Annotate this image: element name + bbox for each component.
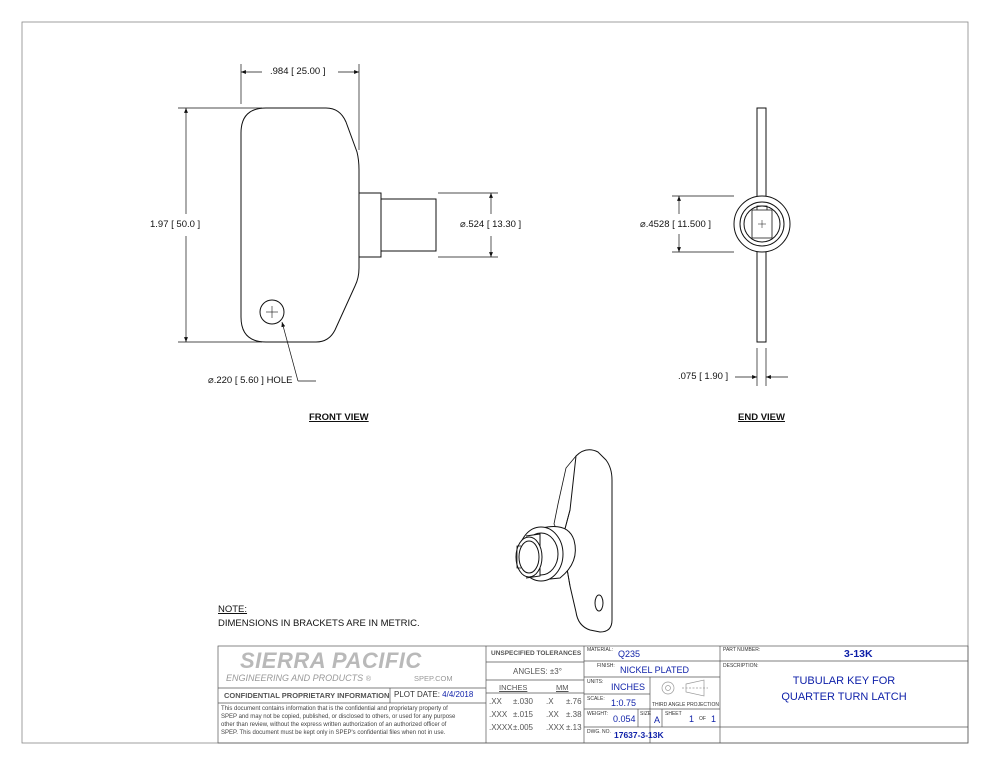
iso-plate	[561, 449, 613, 633]
shaft	[380, 198, 437, 252]
confidential-text: This document contains information that …	[221, 706, 456, 736]
isometric-view-geometry	[515, 449, 613, 633]
confidential-label: CONFIDENTIAL PROPRIETARY INFORMATION	[224, 691, 390, 700]
end-thickness-dim: .075 [ 1.90 ]	[678, 371, 729, 382]
iso-hole	[594, 594, 604, 612]
scale-value: 1:0.75	[611, 698, 637, 708]
finish-value: NICKEL PLATED	[620, 665, 690, 675]
company-subtitle: ENGINEERING AND PRODUCTS ®	[226, 673, 371, 684]
description-line-2: QUARTER TURN LATCH	[781, 691, 907, 703]
front-view-geometry	[240, 107, 437, 343]
end-view-dimensions	[672, 195, 788, 386]
front-shaft-dim: ⌀.524 [ 13.30 ]	[460, 219, 522, 230]
iso-shaft	[515, 536, 543, 578]
sheet-total-value: 1	[711, 714, 717, 724]
part-number-label: PART NUMBER:	[723, 647, 761, 653]
tolerances-heading: UNSPECIFIED TOLERANCES	[491, 650, 582, 657]
size-value: A	[654, 715, 661, 725]
front-width-dim: .984 [ 25.00 ]	[270, 66, 326, 77]
description-label: DESCRIPTION:	[723, 663, 759, 669]
weight-value: 0.054	[613, 714, 636, 724]
front-hole-dim: ⌀.220 [ 5.60 ] HOLE	[208, 375, 293, 386]
description-line-1: TUBULAR KEY FOR	[792, 675, 896, 687]
scale-label: SCALE:	[587, 696, 605, 702]
dwg-no-label: DWG. NO.	[587, 729, 611, 735]
front-view-label: FRONT VIEW	[309, 412, 369, 423]
company-website: SPEP.COM	[414, 674, 453, 683]
dwg-no-value: 17637-3-13K	[614, 730, 664, 740]
front-height-dim: 1.97 [ 50.0 ]	[150, 219, 201, 230]
front-view-dimensions	[178, 64, 498, 382]
projection-label: THIRD ANGLE PROJECTION	[652, 702, 719, 708]
title-block-lines	[217, 645, 969, 744]
note-text: DIMENSIONS IN BRACKETS ARE IN METRIC.	[218, 618, 420, 629]
sheet-value: 1	[689, 714, 695, 724]
end-view-geometry	[733, 107, 791, 343]
of-label: OF	[699, 716, 706, 722]
material-label: MATERIAL:	[587, 647, 614, 653]
end-view-shaft	[739, 201, 785, 247]
company-logo-text: SIERRA PACIFIC	[240, 648, 422, 673]
units-value: INCHES	[611, 682, 646, 692]
tolerances-mm-label: MM	[556, 683, 569, 692]
plot-date: PLOT DATE: 4/4/2018	[394, 690, 474, 699]
plate-hole	[259, 299, 285, 325]
material-value: Q235	[618, 649, 641, 659]
part-number-value: 3-13K	[844, 648, 873, 660]
end-diameter-dim: ⌀.4528 [ 11.500 ]	[640, 219, 712, 230]
note-heading: NOTE:	[218, 604, 248, 615]
tolerances-inches-label: INCHES	[499, 683, 528, 692]
tolerance-row: .XXXX±.005.XXX±.13	[489, 723, 582, 732]
weight-label: WEIGHT:	[587, 711, 608, 717]
shaft-collar	[358, 192, 382, 258]
tolerance-row: .XX±.030.X±.76	[489, 697, 582, 706]
third-angle-projection-icon	[661, 679, 708, 697]
sheet-border	[21, 21, 969, 744]
units-label: UNITS:	[587, 679, 604, 685]
end-view-label: END VIEW	[738, 412, 785, 423]
sheet-label: SHEET	[665, 711, 682, 717]
key-plate-outline	[240, 107, 360, 343]
tolerances-angles: ANGLES: ±3°	[513, 667, 562, 676]
finish-label: FINISH:	[597, 663, 615, 669]
size-label: SIZE	[640, 711, 652, 717]
tolerance-row: .XXX±.015.XX±.38	[489, 710, 582, 719]
